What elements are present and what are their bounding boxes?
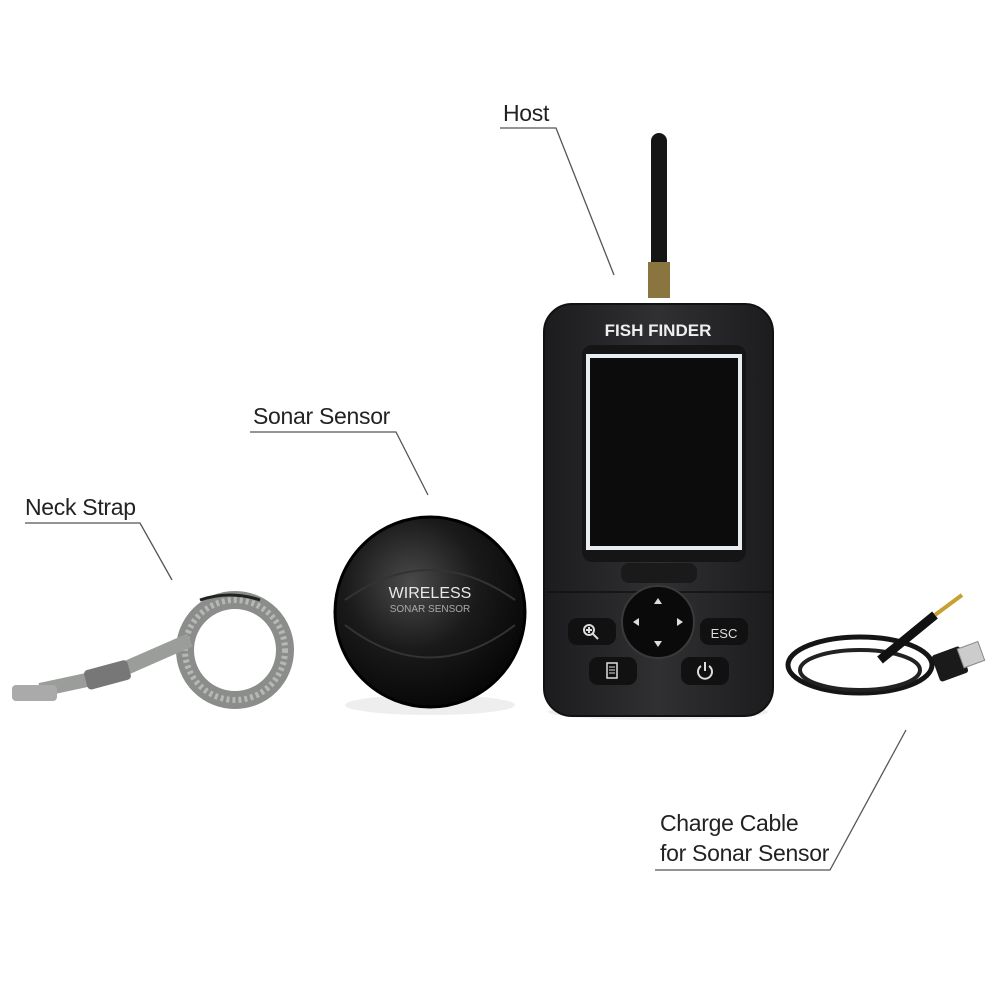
charge-cable-label-line1: Charge Cable — [660, 810, 799, 836]
zoom-button[interactable] — [568, 618, 616, 645]
host-callout-line — [500, 127, 615, 276]
neck-strap — [12, 591, 294, 709]
neck-strap-label: Neck Strap — [25, 494, 136, 520]
sonar-sensor-label: Sonar Sensor — [253, 403, 391, 429]
antenna — [651, 133, 667, 283]
esc-button[interactable]: ESC — [700, 618, 748, 645]
screen — [586, 354, 742, 550]
callout-lines — [25, 127, 907, 871]
dpad[interactable] — [621, 585, 695, 659]
sonar-callout-line — [250, 431, 429, 496]
neck-strap-callout-line — [25, 522, 173, 581]
charge-cable — [785, 593, 986, 696]
host-label: Host — [503, 100, 550, 126]
zoom-in-icon — [583, 624, 599, 640]
power-icon — [697, 662, 713, 680]
charge-cable-label-line2: for Sonar Sensor — [660, 840, 830, 866]
menu-button[interactable] — [589, 657, 637, 685]
cable-callout-line — [655, 729, 907, 871]
sensor-brand-line1: WIRELESS — [389, 585, 472, 602]
sensor-brand-line2: SONAR SENSOR — [390, 604, 471, 615]
sonar-sensor: WIRELESS SONAR SENSOR — [333, 515, 527, 715]
power-button[interactable] — [681, 657, 729, 685]
brand-label: FISH FINDER — [605, 321, 712, 340]
menu-icon — [606, 662, 618, 679]
esc-label: ESC — [711, 626, 738, 641]
fish-finder-host: FISH FINDER ESC — [543, 133, 774, 720]
